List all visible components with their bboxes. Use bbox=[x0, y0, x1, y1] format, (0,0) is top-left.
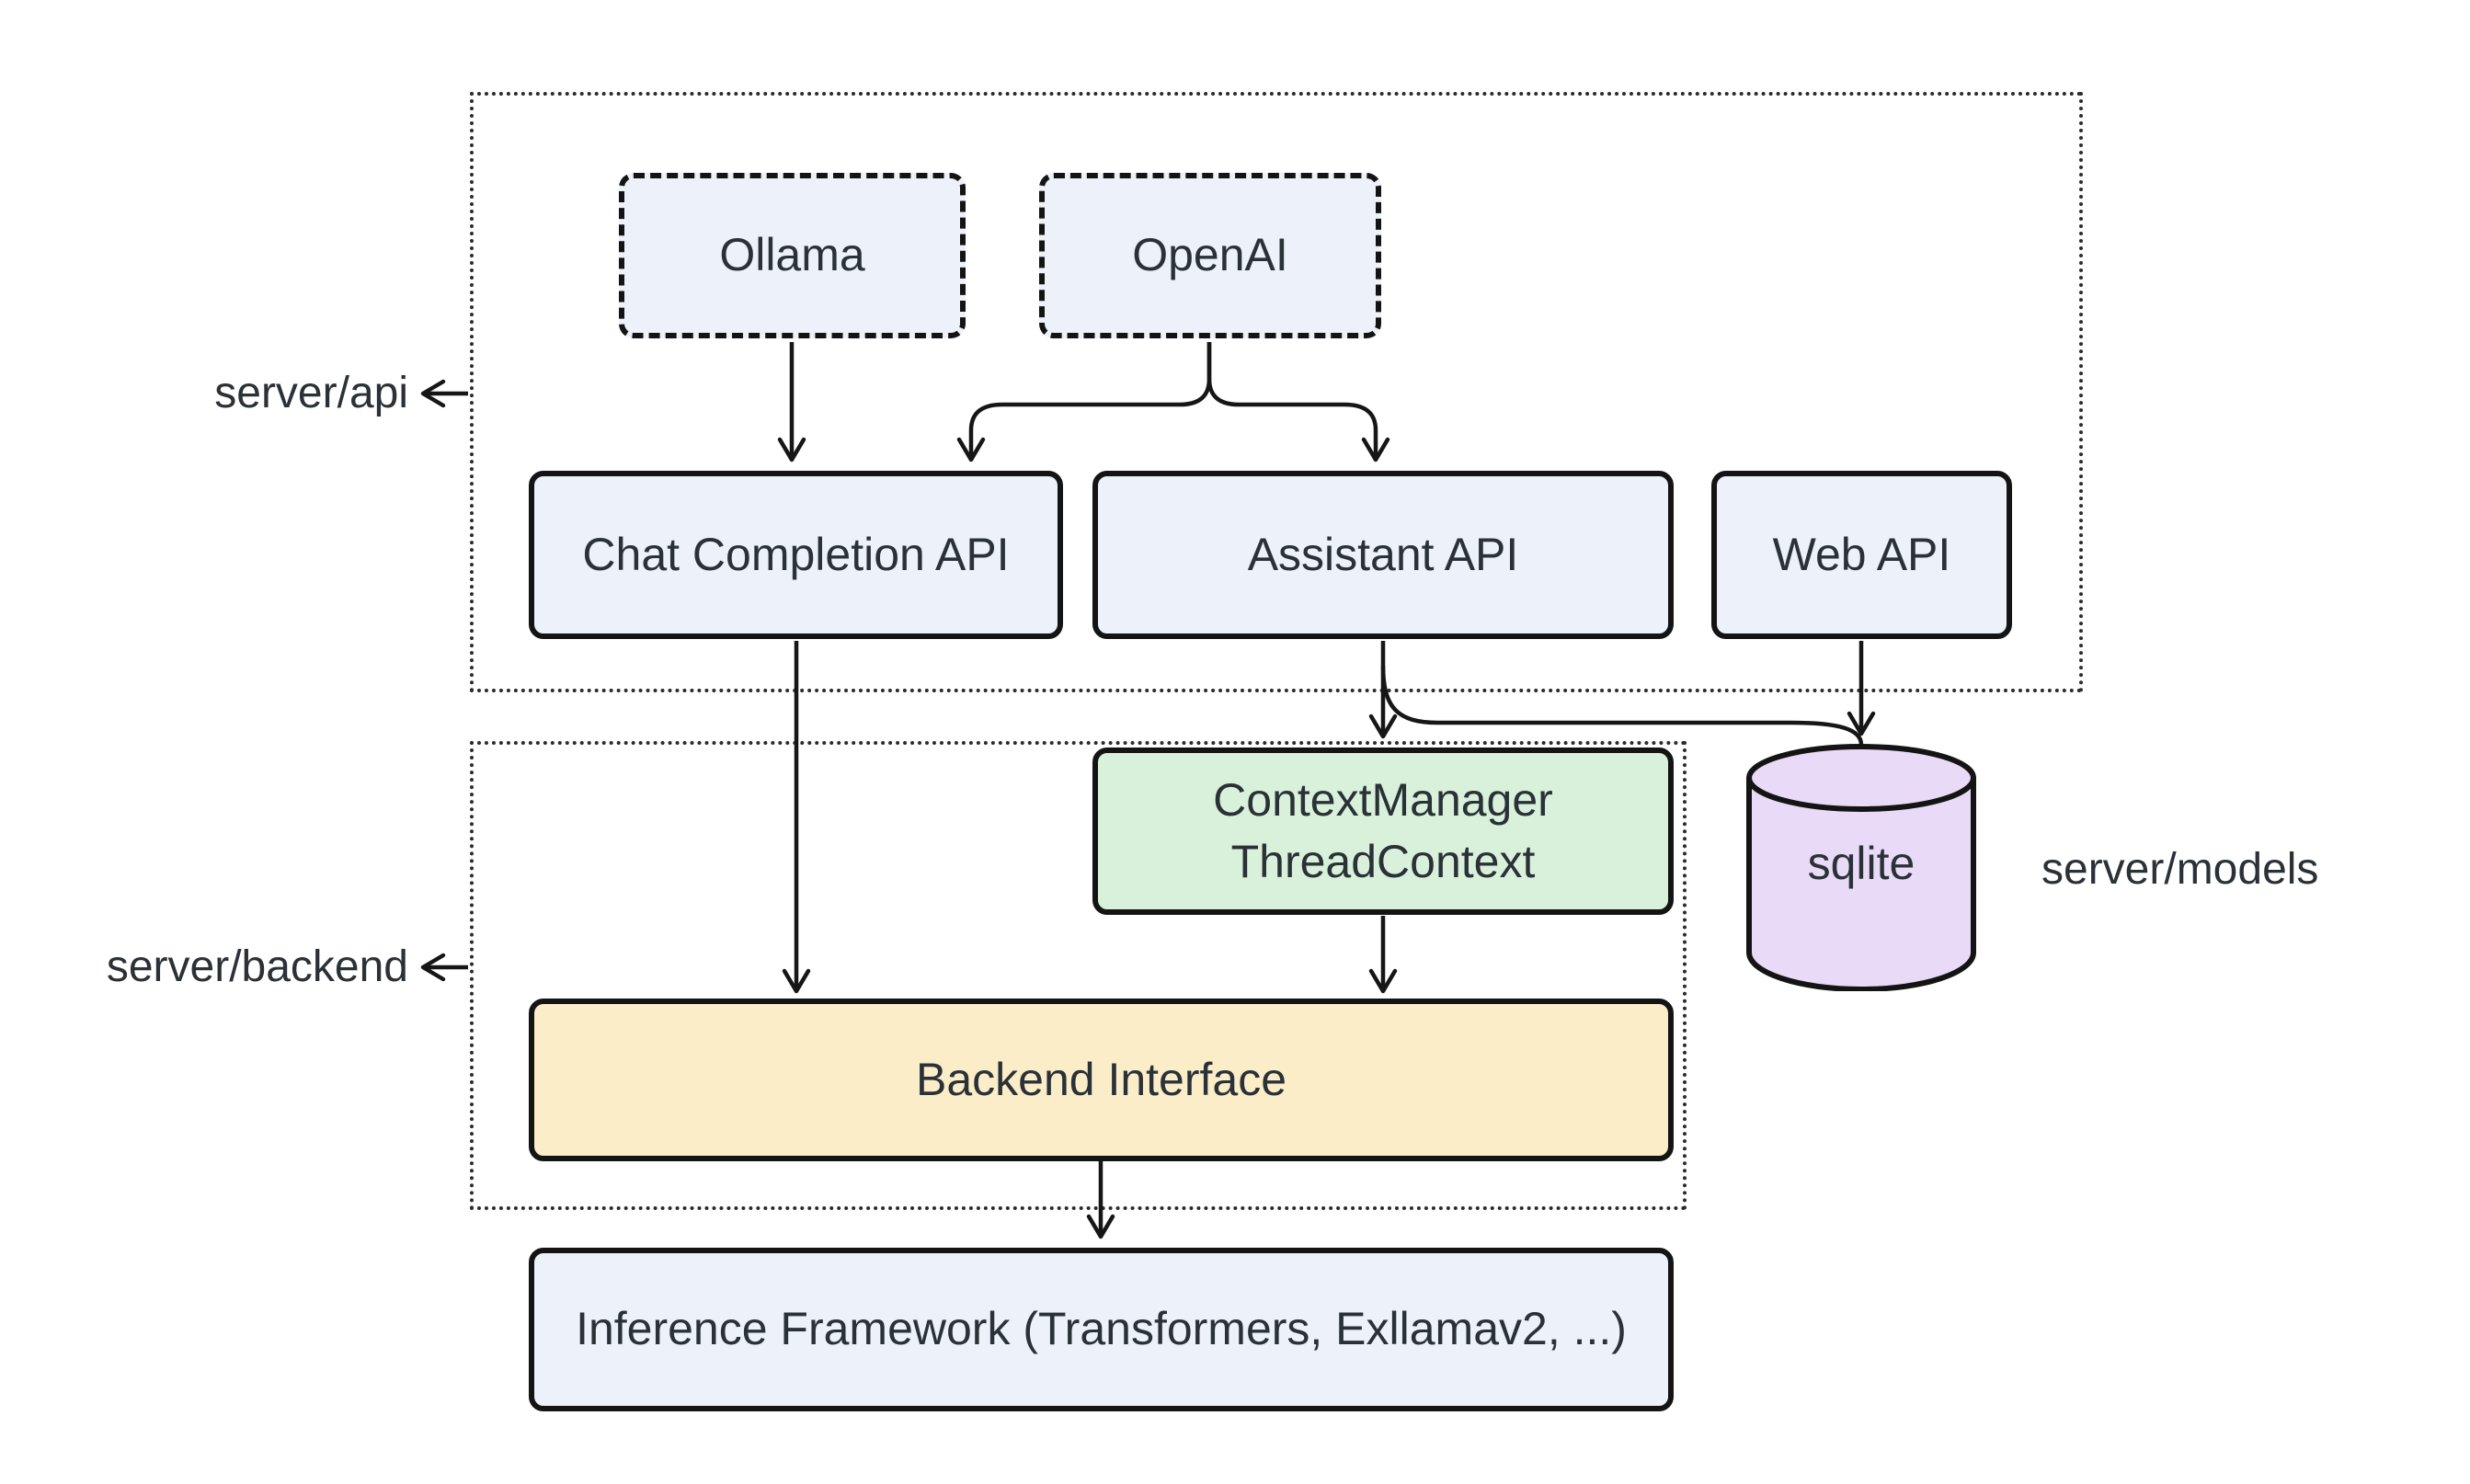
node-assistant-api: Assistant API bbox=[1092, 471, 1674, 639]
label-server-api: server/api bbox=[214, 369, 408, 417]
node-ollama-label: Ollama bbox=[719, 229, 865, 281]
node-context-manager-line1: ContextManager bbox=[1213, 773, 1553, 826]
node-inference-framework: Inference Framework (Transformers, Exlla… bbox=[529, 1248, 1674, 1411]
node-context-manager-line2: ThreadContext bbox=[1230, 836, 1536, 887]
cluster-server-backend bbox=[470, 741, 1687, 1210]
label-server-backend: server/backend bbox=[106, 942, 408, 991]
node-openai: OpenAI bbox=[1039, 173, 1381, 338]
node-ollama: Ollama bbox=[619, 173, 966, 338]
node-openai-label: OpenAI bbox=[1132, 229, 1288, 281]
label-server-models: server/models bbox=[2041, 845, 2319, 894]
node-web-api: Web API bbox=[1711, 471, 2012, 639]
node-sqlite: sqlite bbox=[1745, 741, 1977, 991]
node-context-manager: ContextManager ThreadContext bbox=[1092, 748, 1674, 915]
node-assistant-api-label: Assistant API bbox=[1247, 528, 1519, 580]
node-backend-interface: Backend Interface bbox=[529, 999, 1674, 1161]
database-cylinder-icon bbox=[1746, 744, 1976, 991]
node-web-api-label: Web API bbox=[1772, 528, 1951, 580]
node-sqlite-label: sqlite bbox=[1807, 838, 1915, 889]
node-chat-completion-api-label: Chat Completion API bbox=[582, 528, 1010, 580]
cluster-server-api bbox=[470, 92, 2083, 692]
node-inference-framework-label: Inference Framework (Transformers, Exlla… bbox=[576, 1303, 1627, 1355]
node-chat-completion-api: Chat Completion API bbox=[529, 471, 1063, 639]
node-backend-interface-label: Backend Interface bbox=[915, 1053, 1287, 1105]
